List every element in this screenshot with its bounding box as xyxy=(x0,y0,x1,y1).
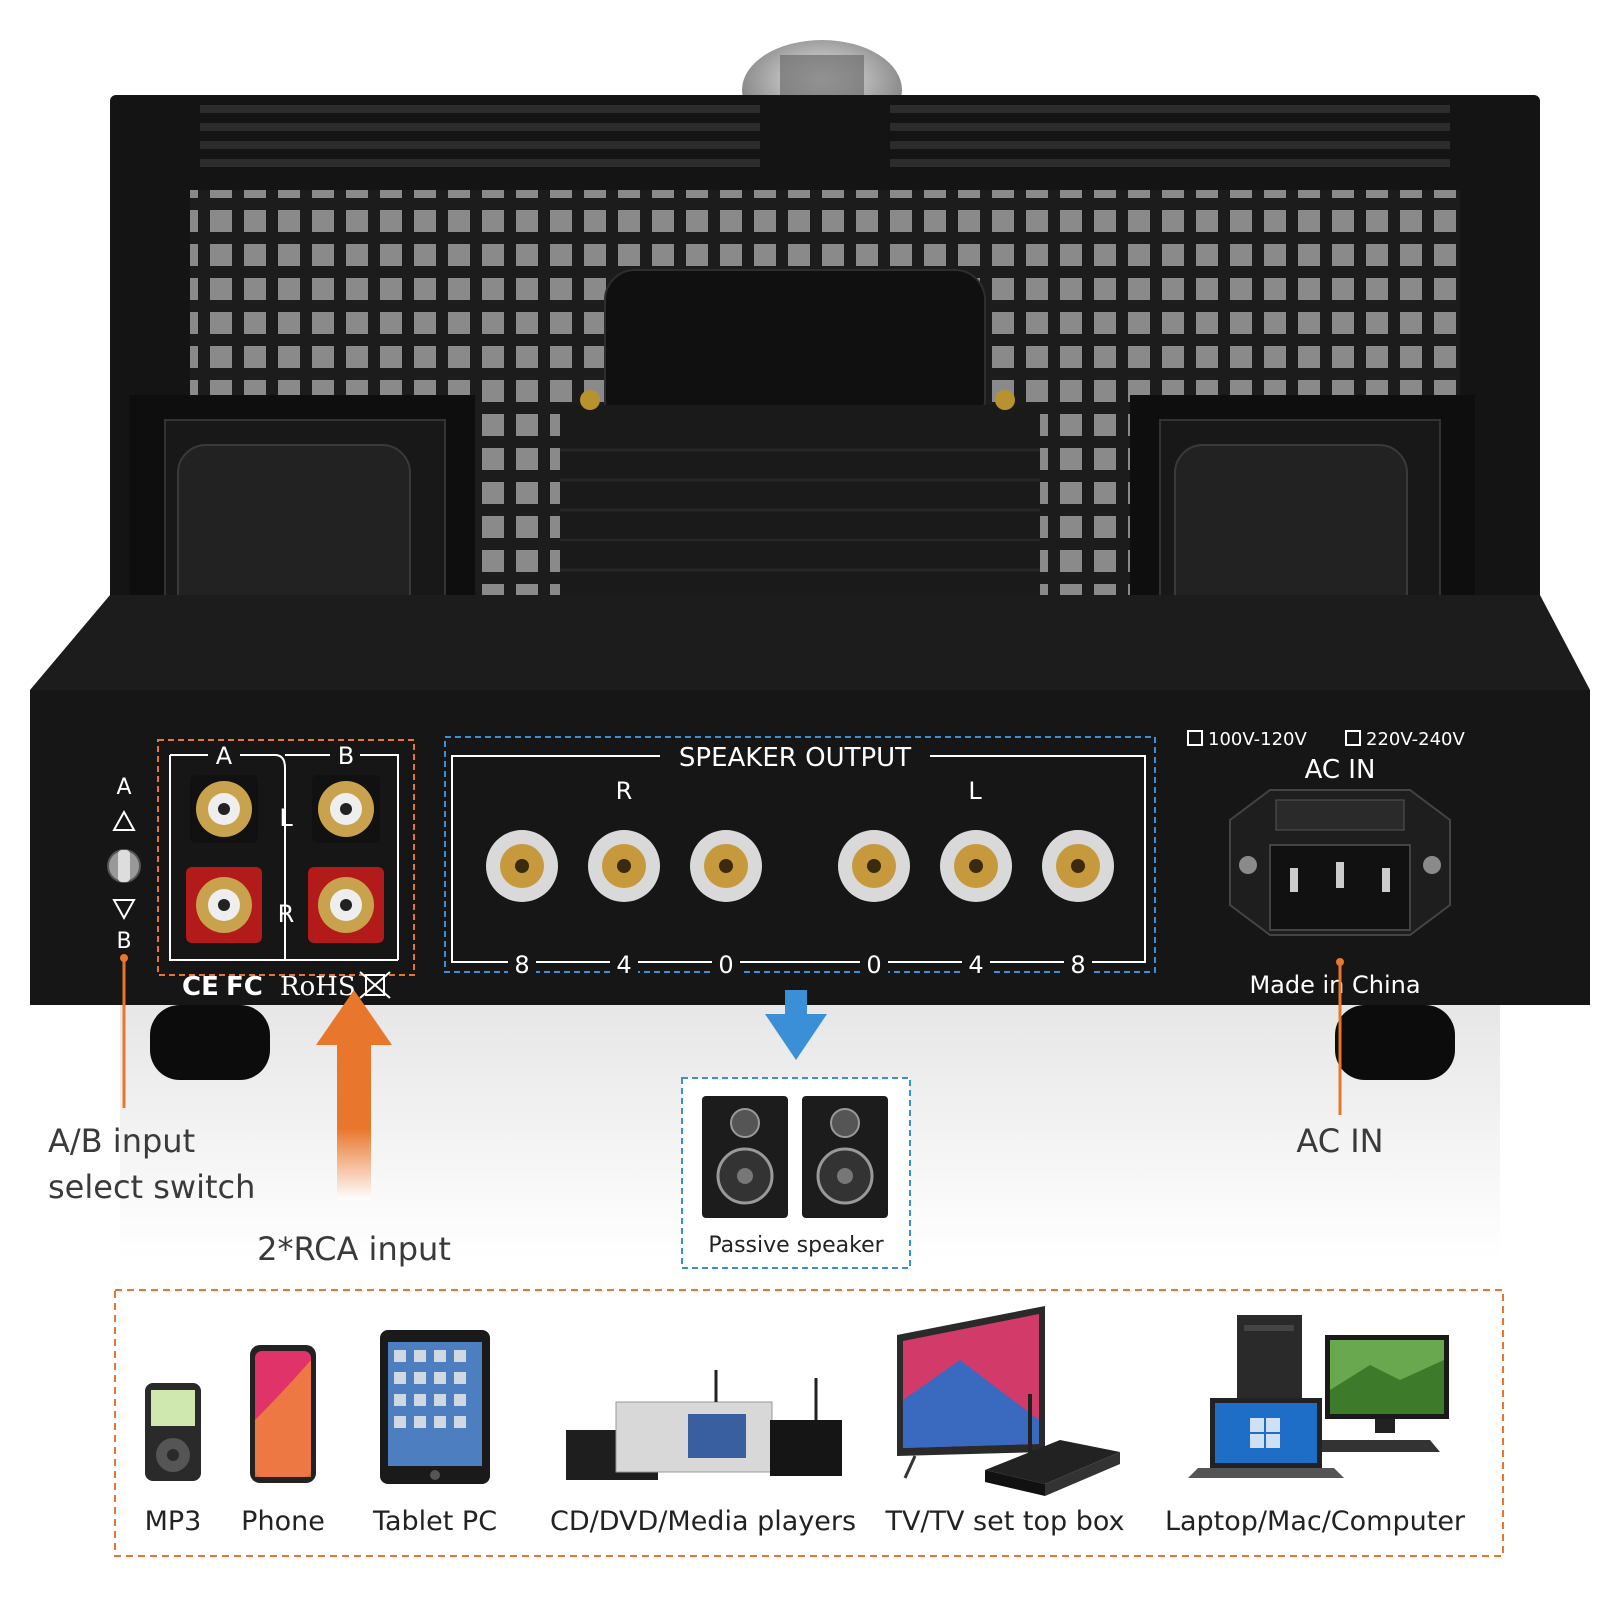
speaker-terminal-r-0[interactable] xyxy=(690,830,762,902)
svg-text:A: A xyxy=(116,775,131,800)
svg-text:Passive speaker: Passive speaker xyxy=(708,1233,884,1258)
svg-text:L: L xyxy=(968,777,982,805)
mp3-player-icon xyxy=(145,1383,201,1481)
speaker-terminal-l-4[interactable] xyxy=(940,830,1012,902)
voltage-checkbox-icon xyxy=(1187,730,1203,746)
svg-text:R: R xyxy=(616,777,633,805)
speaker-terminal-r-8[interactable] xyxy=(486,830,558,902)
device-label: Laptop/Mac/Computer xyxy=(1165,1506,1466,1537)
svg-text:220V-240V: 220V-240V xyxy=(1366,729,1465,750)
tablet-icon xyxy=(380,1330,490,1484)
speaker-output-panel: SPEAKER OUTPUT R L 8 4 0 xyxy=(444,736,1156,979)
svg-text:A: A xyxy=(216,742,233,770)
svg-text:L: L xyxy=(279,804,293,832)
ab-switch-callout-line2: select switch xyxy=(48,1168,255,1206)
rca-jack-a-right[interactable] xyxy=(186,867,262,943)
iec-power-socket[interactable] xyxy=(1229,789,1451,936)
speaker-terminal-r-4[interactable] xyxy=(588,830,660,902)
impedance-label: 0 xyxy=(718,951,733,979)
svg-text:CE: CE xyxy=(182,972,219,1002)
rca-input-arrow xyxy=(316,990,392,1200)
svg-text:FC: FC xyxy=(226,972,263,1002)
weee-bin-icon xyxy=(359,971,391,999)
media-player-icon xyxy=(566,1370,842,1480)
ab-select-switch[interactable]: A B xyxy=(107,775,141,954)
certification-marks: CE FC RoHS xyxy=(182,971,391,1002)
passive-speaker-box: Passive speaker xyxy=(681,1077,911,1269)
rca-jack-b-left[interactable] xyxy=(312,775,380,843)
impedance-label: 8 xyxy=(514,951,529,979)
voltage-checkbox-icon xyxy=(1345,730,1361,746)
ac-input-panel: 100V-120V 220V-240V AC IN Made in China xyxy=(1187,729,1465,999)
tv-icon xyxy=(897,1306,1045,1479)
speaker-terminal-l-8[interactable] xyxy=(1042,830,1114,902)
svg-text:RoHS: RoHS xyxy=(280,972,356,1002)
svg-text:B: B xyxy=(116,929,131,954)
rca-input-callout: 2*RCA input xyxy=(257,1230,451,1268)
ac-in-callout: AC IN xyxy=(1296,1122,1383,1160)
svg-text:Made in China: Made in China xyxy=(1249,971,1420,999)
rca-jack-b-right[interactable] xyxy=(308,867,384,943)
speaker-output-arrow xyxy=(765,990,827,1060)
impedance-label: 4 xyxy=(968,951,983,979)
svg-text:AC IN: AC IN xyxy=(1305,755,1376,785)
device-label: Phone xyxy=(241,1506,325,1537)
speaker-terminal-l-0[interactable] xyxy=(838,830,910,902)
rca-input-panel: A B L R xyxy=(157,739,415,976)
impedance-label: 0 xyxy=(866,951,881,979)
set-top-box-icon xyxy=(985,1394,1120,1496)
device-label: MP3 xyxy=(145,1506,202,1537)
svg-text:100V-120V: 100V-120V xyxy=(1208,729,1307,750)
svg-text:R: R xyxy=(278,900,295,928)
svg-text:B: B xyxy=(338,742,354,770)
rca-jack-a-left[interactable] xyxy=(190,775,258,843)
phone-icon xyxy=(250,1345,316,1483)
device-label: TV/TV set top box xyxy=(884,1506,1124,1537)
device-label: CD/DVD/Media players xyxy=(550,1506,856,1537)
speaker-icon xyxy=(802,1096,888,1218)
laptop-icon xyxy=(1188,1398,1344,1478)
compatible-devices-box xyxy=(114,1289,1504,1557)
impedance-label: 8 xyxy=(1070,951,1085,979)
device-label: Tablet PC xyxy=(372,1506,497,1537)
speaker-icon xyxy=(702,1096,788,1218)
ab-switch-callout-line1: A/B input xyxy=(48,1122,195,1160)
impedance-label: 4 xyxy=(616,951,631,979)
svg-text:SPEAKER OUTPUT: SPEAKER OUTPUT xyxy=(679,743,911,773)
